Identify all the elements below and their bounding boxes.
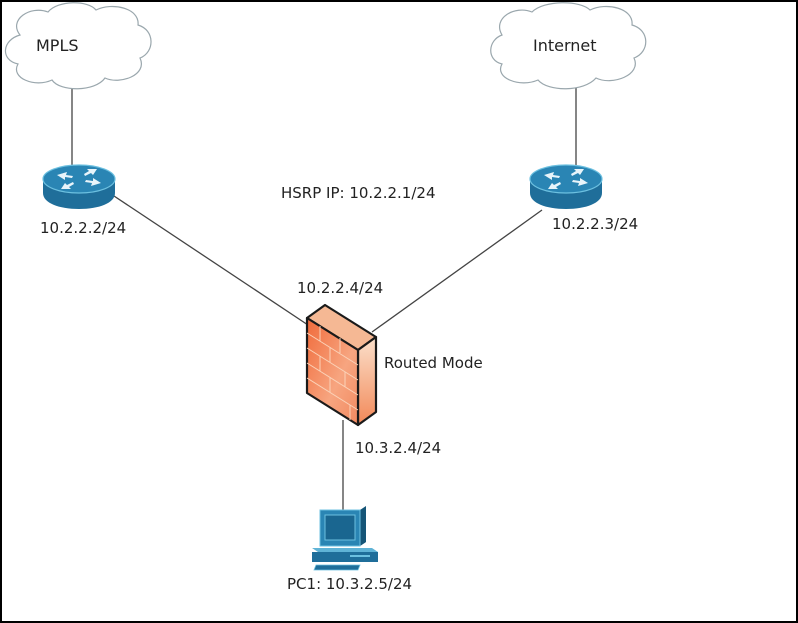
cloud-icon (4, 2, 152, 90)
cloud-internet (490, 2, 647, 90)
links (71, 88, 577, 512)
firewall (305, 303, 378, 427)
firewall-mode-label: Routed Mode (384, 354, 483, 372)
cloud-icon (490, 2, 647, 90)
router-right (529, 164, 603, 209)
pc1-label: PC1: 10.3.2.5/24 (287, 575, 413, 593)
router-right-ip-label: 10.2.2.3/24 (552, 215, 639, 233)
pc-icon (312, 506, 378, 571)
pc1 (312, 506, 378, 571)
firewall-inside-ip-label: 10.3.2.4/24 (355, 439, 442, 457)
firewall-outside-ip-label: 10.2.2.4/24 (297, 279, 384, 297)
link-router-left-firewall (107, 191, 309, 326)
cloud-label-mpls: MPLS (36, 36, 79, 55)
cloud-mpls (4, 2, 152, 90)
hsrp-ip-label: HSRP IP: 10.2.2.1/24 (281, 184, 436, 202)
firewall-icon (305, 303, 378, 427)
cloud-label-internet: Internet (533, 36, 597, 55)
router-left (42, 164, 116, 209)
router-left-ip-label: 10.2.2.2/24 (40, 219, 127, 237)
link-router-right-firewall (371, 209, 543, 333)
